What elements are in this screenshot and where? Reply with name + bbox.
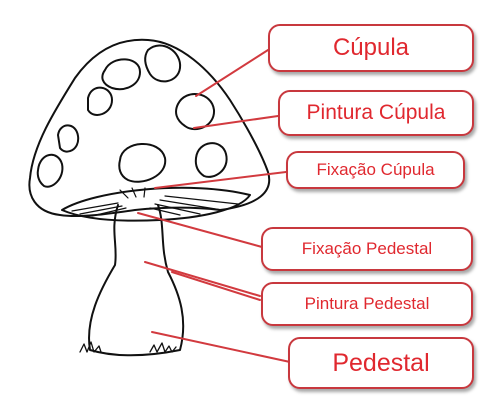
- callout-pintura-pedestal: Pintura Pedestal: [261, 282, 473, 326]
- cap-spot: [144, 44, 182, 83]
- callout-cupula: Cúpula: [268, 24, 474, 72]
- leader-line-pintura-cupula: [193, 115, 279, 129]
- leader-line-pintura-pedestal-1: [144, 261, 261, 297]
- cap-spot: [194, 142, 228, 178]
- cap-spot: [87, 86, 113, 116]
- mushroom-gills: [61, 186, 251, 222]
- leader-line-pedestal: [151, 331, 291, 363]
- callout-fixacao-pedestal: Fixação Pedestal: [261, 227, 473, 271]
- leader-line-pintura-pedestal-2: [171, 271, 261, 301]
- cap-spot: [118, 143, 167, 183]
- callout-fixacao-cupula: Fixação Cúpula: [286, 151, 465, 189]
- cap-spot: [101, 58, 141, 91]
- cap-spot: [175, 93, 216, 131]
- leader-line-cupula: [195, 49, 269, 97]
- leader-line-fixacao-pedestal: [137, 212, 263, 248]
- mushroom-cap: [28, 38, 271, 218]
- mushroom-stem: [88, 204, 185, 357]
- leader-line-fixacao-cupula: [154, 171, 287, 189]
- callout-pedestal: Pedestal: [288, 337, 474, 389]
- cap-spot: [36, 154, 64, 188]
- grass: [79, 341, 177, 353]
- callout-pintura-cupula: Pintura Cúpula: [278, 90, 474, 136]
- cap-spot: [57, 124, 80, 153]
